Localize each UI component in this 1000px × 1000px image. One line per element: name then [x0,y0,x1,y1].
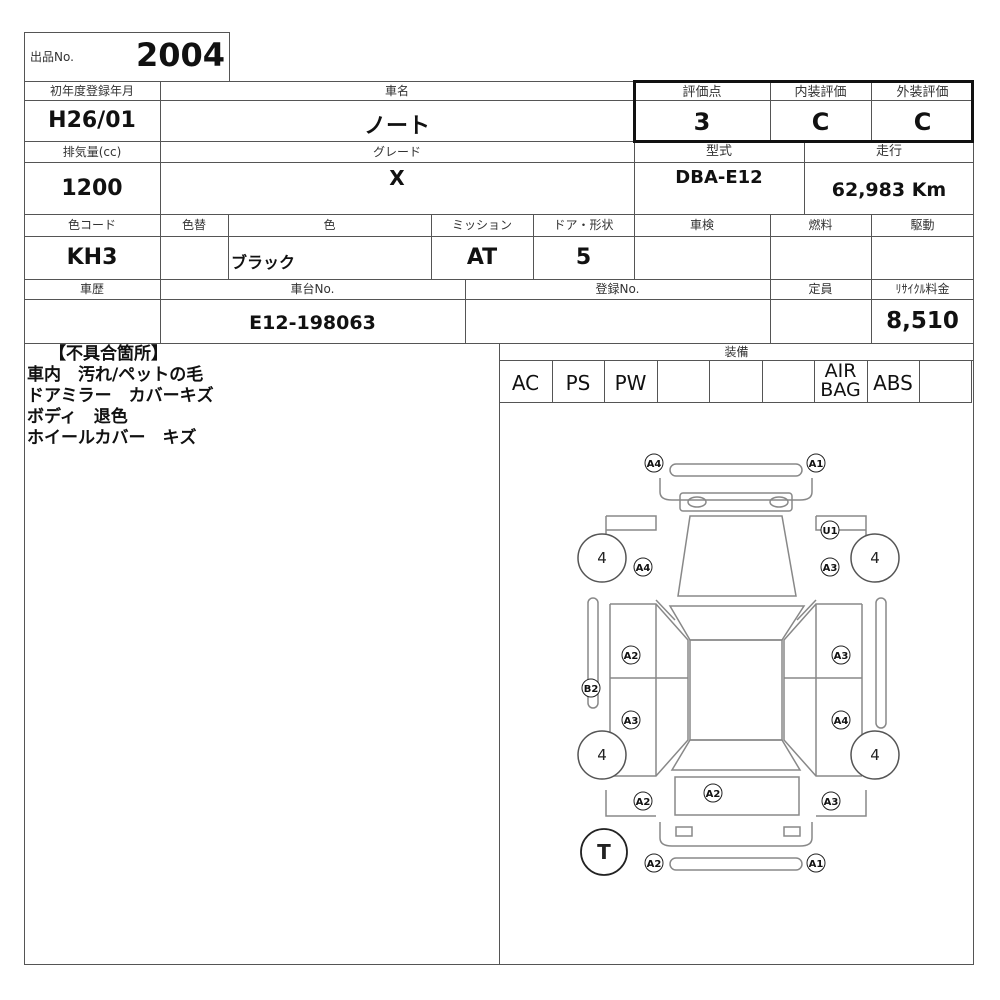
mark-front-door-left [621,645,641,665]
mark-rear-door-left-text: A3 [624,716,639,727]
mark-rear-right-text: A3 [824,797,839,808]
equip-airbag: AIR BAG [820,360,861,401]
defects-notes: 【不具合箇所】 車内 汚れ/ペットの毛 ドアミラー カバーキズ ボディ 退色 ホ… [27,344,214,449]
color-code-label: 色コード [67,218,116,232]
mark-rear-door-right [831,710,851,730]
mark-rear-left-text: A2 [636,797,651,808]
mark-bumper-rear-left [644,853,664,873]
mark-trunk [703,783,723,803]
score-box [633,80,974,143]
mark-rear-door-right-text: A4 [834,716,849,727]
mark-rear-right [821,791,841,811]
transmission-label: ミッション [451,218,512,232]
spare-tire-value: T [597,840,611,864]
exterior-label: 外装評価 [896,85,949,100]
defect-line: 車内 汚れ/ペットの毛 [27,365,204,385]
mark-bumper-rear-left-text: A2 [647,859,662,870]
mark-front-door-right-text: A3 [834,651,849,662]
grade-label: グレード [372,145,421,159]
mark-rear-door-left [621,710,641,730]
mark-hood-left-text: A4 [636,563,651,574]
color-code-value: KH3 [66,245,118,270]
mark-roof-right-top [820,520,840,540]
equipment-grid [499,360,972,403]
mark-rear-left [633,791,653,811]
defect-line: ホイールカバー キズ [27,428,197,448]
doors-label: ドア・形状 [553,218,614,232]
repaint-label: 色替 [181,218,206,232]
tire-front-right-icon [850,533,900,583]
mark-bumper-rear-right-text: A1 [809,859,824,870]
inspection-label: 車検 [689,218,714,232]
color-label: 色 [323,218,336,232]
first-reg-label: 初年度登録年月 [49,84,134,98]
mark-front-left [644,453,664,473]
mark-fender-right-text: A3 [823,563,838,574]
model-value: DBA-E12 [675,167,763,188]
recycle-label: ﾘｻｲｸﾙ料金 [895,282,950,296]
fuel-label: 燃料 [808,218,833,232]
mark-bumper-rear-right [806,853,826,873]
spare-tire-icon [580,828,628,876]
history-label: 車歴 [79,282,104,296]
interior-label: 内装評価 [794,85,847,100]
model-label: 型式 [705,144,732,159]
chassis-value: E12-198063 [249,312,376,334]
listing-number: 2004 [135,36,225,74]
score-label: 評価点 [682,85,722,100]
mark-front-left-text: A4 [647,459,662,470]
mark-trunk-text: A2 [706,789,721,800]
first-reg-value: H26/01 [48,108,136,133]
drive-label: 駆動 [910,218,935,232]
displacement-value: 1200 [61,176,123,201]
exterior-value: C [913,108,932,136]
defect-line: ドアミラー カバーキズ [27,386,214,406]
equipment-label: 装備 [724,345,749,359]
tire-front-right-value: 4 [870,549,880,567]
reg-label: 登録No. [595,282,640,296]
score-value: 3 [693,108,711,136]
mark-sill-left-text: B2 [584,684,599,695]
car-name-value: ノート [363,114,430,139]
transmission-value: AT [466,245,498,270]
defect-line: ボディ 退色 [27,407,128,427]
equip-ps: PS [565,371,591,395]
mileage-value: 62,983 Km [831,179,947,201]
equip-pw: PW [614,371,647,395]
tire-rear-left-icon [577,730,627,780]
listing-label: 出品No. [30,50,74,64]
grade-value: X [389,166,405,190]
mark-front-right [806,453,826,473]
mark-front-door-right [831,645,851,665]
mark-sill-left [581,678,601,698]
tire-front-left-icon [577,533,627,583]
equip-abs: ABS [873,371,913,395]
interior-value: C [811,108,830,136]
color-value: ブラック [231,253,296,272]
mark-roof-right-top-text: U1 [822,526,837,537]
chassis-label: 車台No. [290,282,335,296]
doors-value: 5 [575,245,592,270]
tire-rear-left-value: 4 [597,746,607,764]
tire-rear-right-icon [850,730,900,780]
tire-front-left-value: 4 [597,549,607,567]
mark-front-door-left-text: A2 [624,651,639,662]
car-name-label: 車名 [384,84,409,98]
mark-hood-left [633,557,653,577]
mark-front-right-text: A1 [809,459,824,470]
displacement-label: 排気量(cc) [62,145,122,159]
recycle-value: 8,510 [886,308,959,334]
defects-title: 【不具合箇所】 [49,344,168,364]
tire-rear-right-value: 4 [870,746,880,764]
capacity-label: 定員 [808,282,833,296]
mileage-label: 走行 [875,144,902,159]
equip-ac: AC [511,371,540,395]
mark-fender-right [820,557,840,577]
